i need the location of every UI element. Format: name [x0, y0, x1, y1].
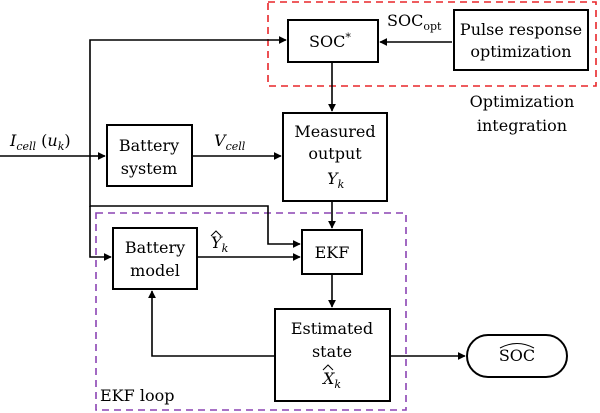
battery-system-line2: system [121, 159, 178, 178]
estimated-state-box [274, 308, 391, 402]
estimated-state-line2: state [312, 342, 352, 361]
connectors [0, 36, 466, 360]
soc-output-hat [499, 343, 535, 349]
measured-output-line1: Measured [294, 122, 375, 141]
pulse-response-line1: Pulse response [460, 20, 582, 39]
battery-model-line1: Battery [125, 238, 185, 257]
yhat-hat [210, 230, 222, 237]
ekf-box [301, 229, 363, 275]
battery-system-box [106, 124, 193, 187]
soc-output-terminal [466, 334, 568, 378]
optimization-group-frame [267, 1, 597, 87]
battery-model-line2: model [130, 261, 180, 280]
soc-output-label: SOC [499, 346, 535, 365]
estimated-state-line1: Estimated [291, 319, 373, 338]
optimization-group-label-line1: Optimization [470, 92, 575, 111]
vcell-label: Vcell [214, 131, 246, 153]
measured-output-box [282, 112, 388, 202]
battery-system-line1: Battery [119, 136, 179, 155]
ekf-loop-label: EKF loop [100, 386, 174, 405]
ekf-label: EKF [315, 243, 350, 262]
soc-reference-label: SOC* [309, 31, 351, 51]
ekf-loop-frame [95, 212, 407, 411]
soc-reference-box [287, 19, 379, 63]
optimization-group-label-line2: integration [477, 116, 567, 135]
measured-output-symbol: Yk [327, 169, 345, 191]
input-current-label: Icell (uk) [9, 131, 71, 153]
measured-output-line2: output [308, 144, 362, 163]
pulse-response-line2: optimization [470, 42, 571, 61]
battery-model-box [112, 227, 198, 290]
pulse-response-box [453, 9, 589, 71]
yhat-label: Yk [211, 233, 229, 255]
estimated-state-symbol: Xk [321, 369, 341, 391]
soc-opt-label: SOCopt [387, 11, 442, 33]
estimated-state-hat [322, 364, 334, 371]
